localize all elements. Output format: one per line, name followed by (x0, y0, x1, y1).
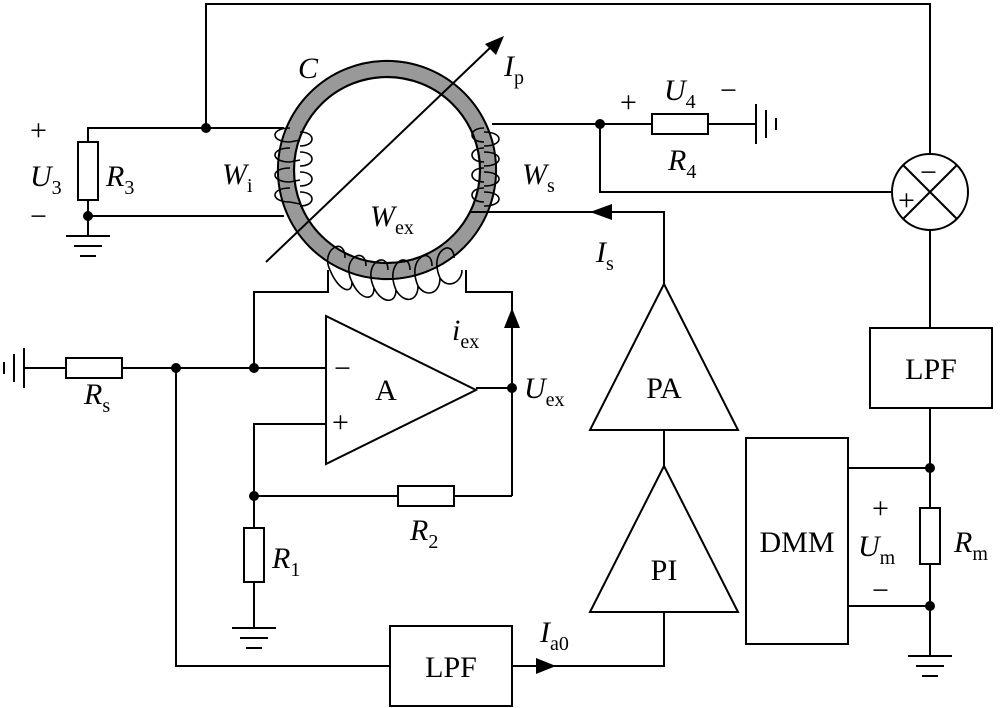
resistor-r2 (397, 485, 455, 507)
lpf-right-block (869, 327, 993, 409)
um-plus: + (872, 492, 889, 525)
u3-plus: + (30, 114, 47, 147)
is-current-wire (470, 204, 665, 284)
rm-circuit-wires (848, 467, 952, 677)
is-label: Is (595, 236, 614, 275)
wi-label: Wi (222, 158, 253, 197)
node-wi-top (201, 123, 211, 133)
ws-top-wires (492, 104, 892, 193)
resistor-r3 (77, 141, 99, 201)
winding-ws (471, 127, 500, 207)
uex-label: Uex (524, 372, 565, 411)
um-minus: − (872, 574, 889, 607)
primary-conductor-arrow (265, 36, 504, 263)
r1-label: R1 (271, 542, 300, 581)
resistor-rm (919, 507, 941, 565)
iex-label: iex (452, 314, 479, 353)
rs-label: Rs (83, 378, 110, 417)
node-opamp-minus (249, 363, 259, 373)
winding-wex (327, 245, 463, 302)
dmm-label: DMM (759, 526, 834, 559)
lpf-right-label: LPF (905, 353, 957, 386)
dmm-block (745, 437, 849, 645)
node-rm-bottom (925, 601, 935, 611)
winding-wi (274, 127, 313, 207)
resistor-rs (65, 357, 123, 379)
resistor-r4 (651, 113, 709, 135)
comparator-minus: − (920, 156, 937, 189)
u4-minus: − (720, 74, 737, 107)
u3-label: U3 (30, 160, 62, 199)
core-label: C (298, 52, 319, 85)
wex-label: Wex (370, 200, 414, 239)
ia0-label: Ia0 (539, 616, 569, 655)
node-rs-right (171, 363, 181, 373)
node-r1-r2 (249, 491, 259, 501)
r2-label: R2 (409, 514, 438, 553)
u4-plus: + (620, 86, 637, 119)
pi-label: PI (651, 554, 678, 587)
opamp-label: A (375, 374, 397, 407)
lpf-bottom-label: LPF (425, 651, 477, 684)
lpf-bottom-block (389, 625, 513, 707)
magnetic-core (276, 59, 498, 281)
pa-amplifier (588, 281, 740, 431)
r3-label: R3 (105, 160, 134, 199)
comparator-plus: + (898, 184, 915, 217)
pa-label: PA (646, 372, 682, 405)
u4-label: U4 (664, 74, 696, 113)
opamp-a (325, 314, 479, 466)
excitation-wires (3, 270, 556, 674)
u3-minus: − (30, 200, 47, 233)
node-uex (507, 383, 517, 393)
top-feedback-wire (205, 3, 931, 162)
um-label: Um (858, 530, 896, 569)
rm-label: Rm (953, 526, 988, 565)
ip-label: Ip (503, 50, 524, 89)
node-rm-top (925, 463, 935, 473)
opamp-minus: − (334, 352, 351, 385)
r4-label: R4 (667, 144, 696, 183)
ws-label: Ws (522, 158, 555, 197)
opamp-plus: + (332, 406, 349, 439)
node-r4-left (595, 119, 605, 129)
pi-controller (588, 463, 740, 613)
node-wi-bottom (83, 211, 93, 221)
resistor-r1 (243, 527, 265, 583)
